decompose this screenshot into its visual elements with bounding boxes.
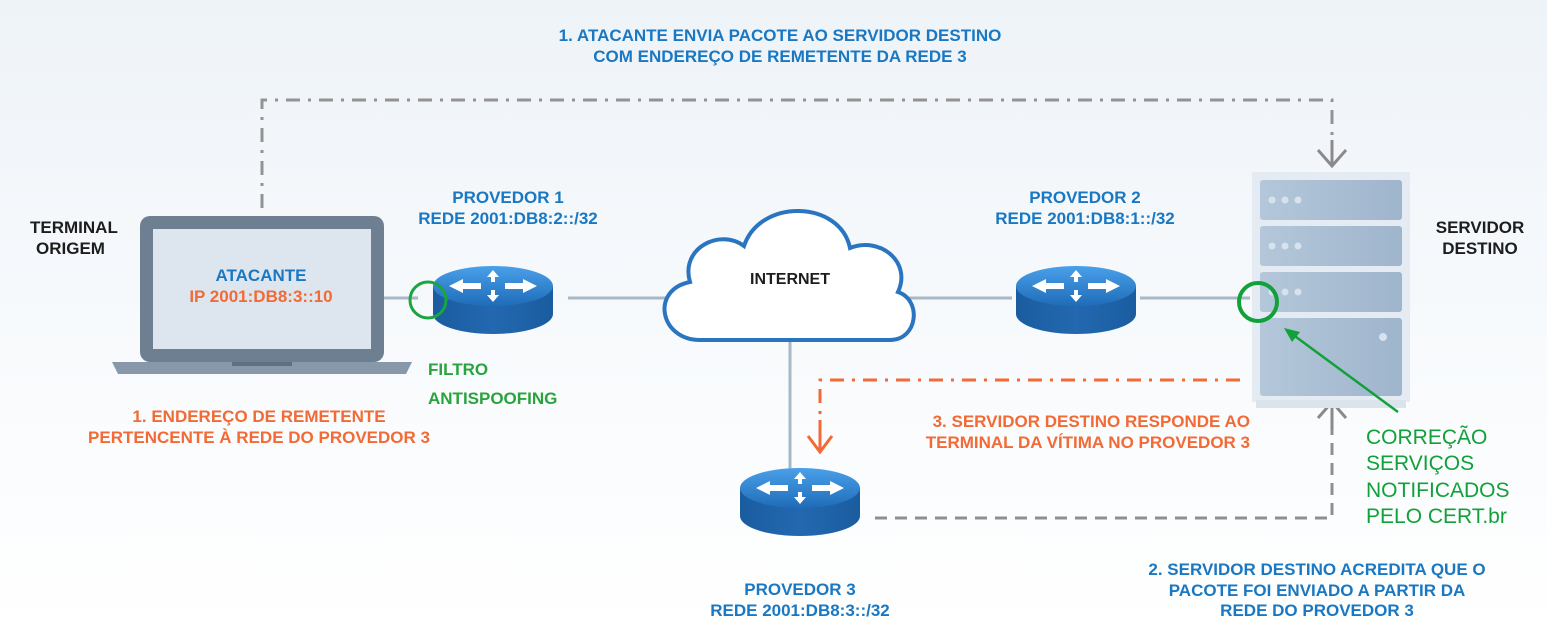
server-line2: DESTINO xyxy=(1442,238,1518,258)
filter-highlight xyxy=(408,280,448,320)
terminal-line2: ORIGEM xyxy=(36,238,105,258)
top-message: 1. ATACANTE ENVIA PACOTE AO SERVIDOR DES… xyxy=(480,26,1080,67)
provider2-network: REDE 2001:DB8:1::/32 xyxy=(995,208,1175,228)
terminal-label: TERMINAL ORIGEM xyxy=(30,218,118,259)
provider2-label: PROVEDOR 2 REDE 2001:DB8:1::/32 xyxy=(975,188,1195,229)
router-icon xyxy=(1016,266,1136,334)
response-note-line2: TERMINAL DA VÍTIMA NO PROVEDOR 3 xyxy=(925,432,1250,452)
top-message-line1: 1. ATACANTE ENVIA PACOTE AO SERVIDOR DES… xyxy=(558,26,1002,45)
attack-path-top xyxy=(260,98,1334,208)
router-icon xyxy=(740,468,860,536)
laptop-icon xyxy=(112,216,412,374)
correction-line2: SERVIÇOS xyxy=(1366,452,1475,476)
correction-line4: PELO CERT.br xyxy=(1366,504,1507,528)
filter-line1: FILTRO xyxy=(428,360,489,379)
belief-note: 2. SERVIDOR DESTINO ACREDITA QUE O PACOT… xyxy=(1112,560,1522,622)
server-line1: SERVIDOR xyxy=(1435,218,1525,237)
server-rack-icon xyxy=(1252,172,1410,408)
attacker-label: ATACANTE IP 2001:DB8:3::10 xyxy=(176,266,346,307)
provider1-label: PROVEDOR 1 REDE 2001:DB8:2::/32 xyxy=(398,188,618,229)
provider1-name: PROVEDOR 1 xyxy=(452,188,564,207)
response-path xyxy=(818,378,1240,440)
correction-note: CORREÇÃO SERVIÇOS NOTIFICADOS PELO CERT.… xyxy=(1366,425,1510,530)
top-message-line2: COM ENDEREÇO DE REMETENTE DA REDE 3 xyxy=(593,46,967,66)
server-label: SERVIDOR DESTINO xyxy=(1420,218,1540,259)
filter-line2: ANTISPOOFING xyxy=(428,388,558,408)
correction-line3: NOTIFICADOS xyxy=(1366,478,1510,502)
provider3-network: REDE 2001:DB8:3::/32 xyxy=(710,600,890,620)
arrow-down-icon xyxy=(1316,140,1348,169)
belief-note-line3: REDE DO PROVEDOR 3 xyxy=(1220,601,1414,621)
provider2-name: PROVEDOR 2 xyxy=(1029,188,1141,207)
belief-note-line2: PACOTE FOI ENVIADO A PARTIR DA xyxy=(1168,580,1466,600)
correction-line1: CORREÇÃO xyxy=(1366,426,1488,449)
arrow-down-icon xyxy=(806,420,834,455)
sender-note-line1: 1. ENDEREÇO DE REMETENTE xyxy=(132,407,386,426)
sender-note-line2: PERTENCENTE À REDE DO PROVEDOR 3 xyxy=(88,427,430,447)
router-icon xyxy=(433,266,553,334)
connection-lines xyxy=(370,296,1250,475)
filter-label: FILTRO ANTISPOOFING xyxy=(428,356,557,414)
terminal-line1: TERMINAL xyxy=(30,218,118,237)
provider3-name: PROVEDOR 3 xyxy=(744,580,856,599)
cloud-icon xyxy=(662,209,916,342)
provider1-network: REDE 2001:DB8:2::/32 xyxy=(418,208,598,228)
response-note: 3. SERVIDOR DESTINO RESPONDE AO TERMINAL… xyxy=(846,412,1250,453)
server-port-highlight xyxy=(1237,281,1279,323)
internet-label: INTERNET xyxy=(750,271,830,288)
response-note-line1: 3. SERVIDOR DESTINO RESPONDE AO xyxy=(932,412,1250,431)
belief-note-line1: 2. SERVIDOR DESTINO ACREDITA QUE O xyxy=(1148,560,1486,579)
sender-note: 1. ENDEREÇO DE REMETENTE PERTENCENTE À R… xyxy=(30,407,488,448)
attacker-name: ATACANTE xyxy=(215,266,307,285)
belief-path xyxy=(875,410,1334,520)
attacker-ip: IP 2001:DB8:3::10 xyxy=(189,286,333,306)
provider3-label: PROVEDOR 3 REDE 2001:DB8:3::/32 xyxy=(690,580,910,621)
correction-arrow xyxy=(1291,332,1399,414)
